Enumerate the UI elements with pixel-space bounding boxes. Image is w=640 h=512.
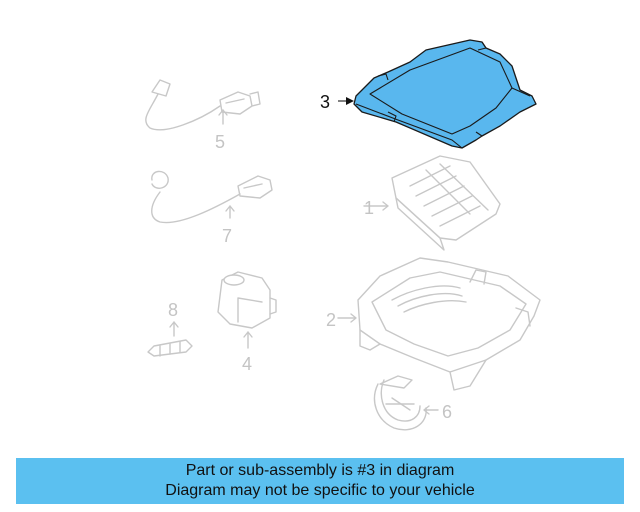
- callout-1: 1: [364, 198, 374, 218]
- part-1-module: [363, 155, 501, 251]
- callout-5: 5: [215, 132, 225, 152]
- part-3-cover-highlighted: [338, 39, 537, 149]
- info-banner: Part or sub-assembly is #3 in diagram Di…: [16, 458, 624, 504]
- callout-7: 7: [222, 226, 232, 246]
- callout-4: 4: [242, 354, 252, 374]
- banner-line-2: Diagram may not be specific to your vehi…: [165, 482, 475, 499]
- part-4-coil: [217, 271, 277, 349]
- callout-3: 3: [320, 92, 330, 112]
- callout-6: 6: [442, 402, 452, 422]
- part-8-sensor: [147, 321, 193, 357]
- part-7-sensor: [151, 170, 273, 224]
- callout-2: 2: [326, 310, 336, 330]
- banner-line-1: Part or sub-assembly is #3 in diagram: [185, 462, 455, 479]
- part-2-housing: [337, 257, 541, 391]
- part-6-clamp: [373, 375, 439, 431]
- callout-8: 8: [168, 300, 178, 320]
- part-5-sensor: [145, 79, 261, 131]
